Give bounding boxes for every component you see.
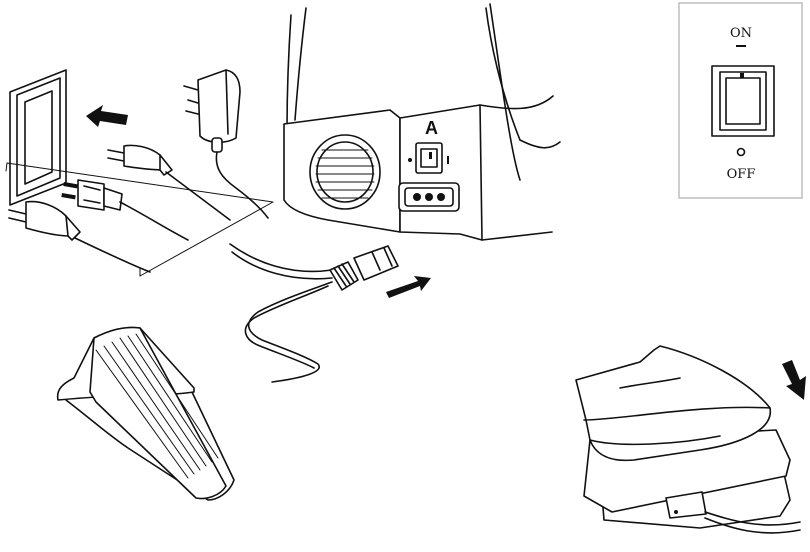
foot-on-pedal (576, 346, 800, 533)
switch-on-label: ON (730, 26, 752, 41)
foot-controller-cord (245, 282, 332, 382)
switch-callout-label: A (425, 118, 438, 138)
arrow-down-icon (782, 360, 806, 400)
machine-power-socket (399, 183, 459, 211)
machine-cord-connector (330, 246, 398, 290)
vent-grill (310, 135, 380, 209)
power-cord (230, 244, 332, 279)
foot-controller (58, 327, 234, 500)
arrow-right-icon (386, 276, 431, 298)
switch-off-label: OFF (727, 167, 756, 182)
arrow-left-icon (86, 105, 128, 127)
euro-plug-top (108, 145, 230, 220)
euro-plug-bottom (9, 202, 150, 272)
wall-outlet-icon (10, 70, 66, 205)
on-off-switch-inset: ON OFF (679, 3, 802, 198)
us-plug (61, 180, 188, 240)
